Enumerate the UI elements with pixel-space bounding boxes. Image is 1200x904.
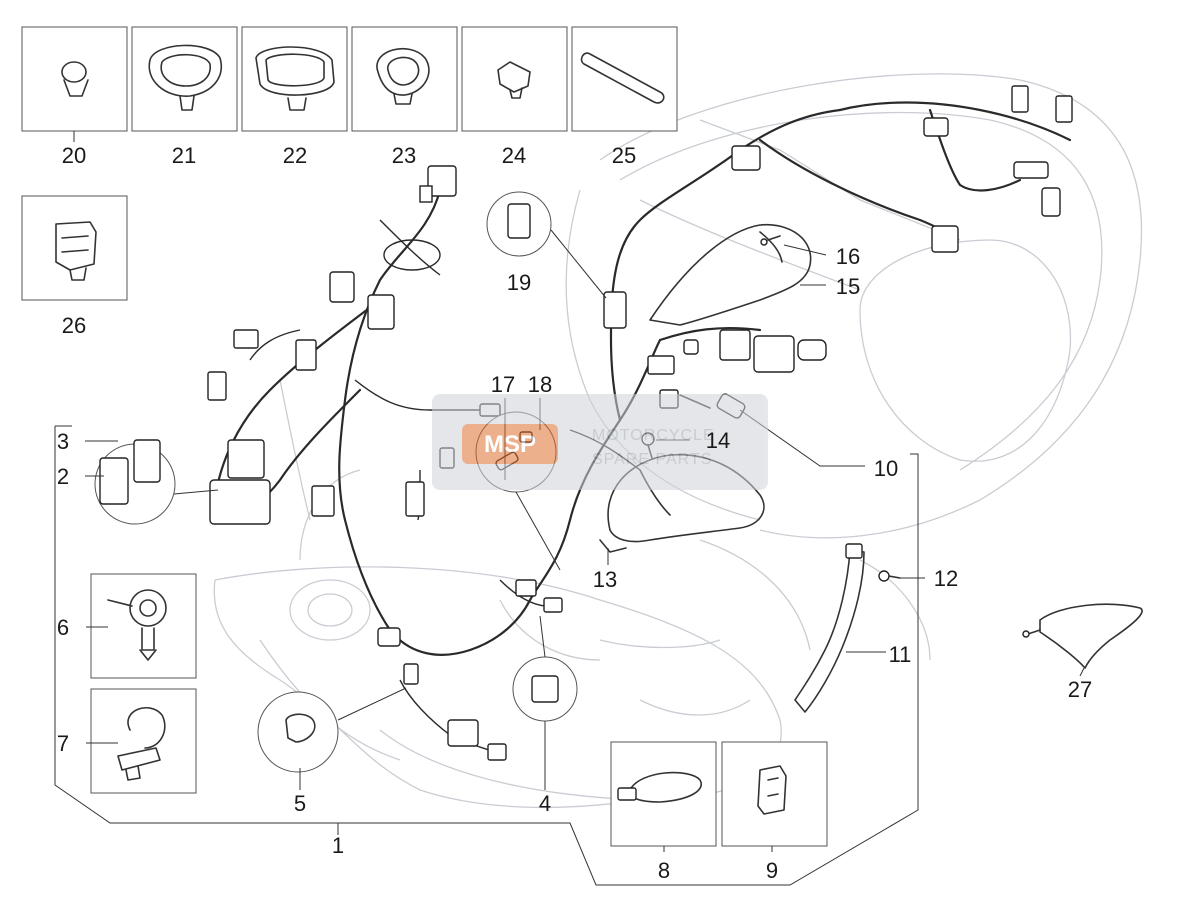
callout-24: 24 <box>502 143 526 168</box>
box-part-9 <box>721 741 828 847</box>
box-part-20 <box>21 26 128 132</box>
callout-11: 11 <box>889 642 912 667</box>
callout-10: 10 <box>874 456 898 481</box>
callout-12: 12 <box>934 566 958 591</box>
watermark: MSP MOTORCYCLE SPARE PARTS <box>432 394 768 490</box>
detail-circle-19 <box>486 191 607 299</box>
callout-19: 19 <box>507 270 531 295</box>
callout-15: 15 <box>836 274 860 299</box>
callout-17: 17 <box>491 372 515 397</box>
screw-12 <box>878 570 901 582</box>
callout-3: 3 <box>57 429 69 454</box>
box-part-8 <box>610 741 717 847</box>
callout-numbers: 20 21 22 23 24 25 26 19 16 15 17 18 14 1… <box>57 143 1092 883</box>
callout-14: 14 <box>706 428 730 453</box>
callout-4: 4 <box>539 791 551 816</box>
callout-21: 21 <box>172 143 196 168</box>
callout-22: 22 <box>283 143 307 168</box>
box-part-26 <box>21 195 128 301</box>
watermark-line-1: MOTORCYCLE <box>592 427 715 444</box>
callout-25: 25 <box>612 143 636 168</box>
watermark-line-2: SPARE PARTS <box>592 451 712 468</box>
callout-13: 13 <box>593 567 617 592</box>
callout-7: 7 <box>57 731 69 756</box>
callout-6: 6 <box>57 615 69 640</box>
screw-16 <box>760 235 781 246</box>
callout-27: 27 <box>1068 677 1092 702</box>
detail-circle-2-3 <box>94 439 219 525</box>
box-part-6 <box>90 573 197 679</box>
callout-18: 18 <box>528 372 552 397</box>
box-part-22 <box>241 26 348 132</box>
box-part-7 <box>90 688 197 794</box>
detail-circle-4 <box>512 615 578 722</box>
box-part-25 <box>571 26 678 132</box>
box-part-24 <box>461 26 568 132</box>
callout-8: 8 <box>658 858 670 883</box>
callout-20: 20 <box>62 143 86 168</box>
bracket-15 <box>649 223 812 326</box>
box-part-23 <box>351 26 458 132</box>
strap-11 <box>794 543 865 713</box>
callout-23: 23 <box>392 143 416 168</box>
callout-16: 16 <box>836 244 860 269</box>
callout-5: 5 <box>294 791 306 816</box>
box-part-21 <box>131 26 238 132</box>
detail-circle-5 <box>257 687 407 773</box>
cable-loop-27 <box>1022 603 1143 669</box>
callout-1: 1 <box>332 833 344 858</box>
callout-9: 9 <box>766 858 778 883</box>
watermark-logo-text: MSP <box>484 431 536 458</box>
callout-2: 2 <box>57 464 69 489</box>
scooter-frame-outline <box>213 73 1143 809</box>
callout-26: 26 <box>62 313 86 338</box>
